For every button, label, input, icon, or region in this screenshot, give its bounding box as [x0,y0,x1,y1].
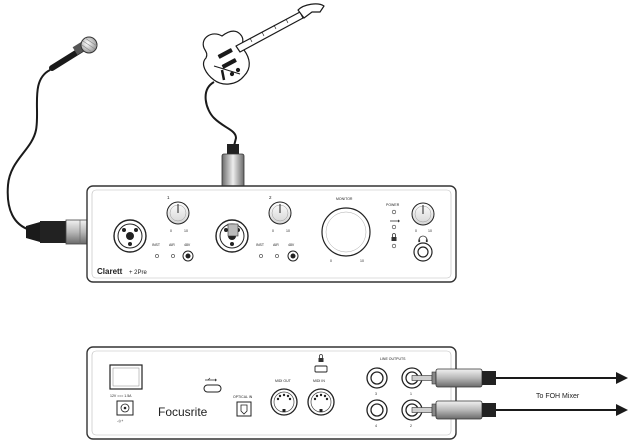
48v-2-button[interactable] [287,250,299,262]
guitar-cable [204,81,238,147]
48v-1-button[interactable] [182,250,194,262]
inst-2-label: INST [256,243,265,247]
power-rating: 12V === 1.5A [110,394,132,398]
headphone-knob[interactable] [411,202,435,226]
monitor-label: MONITOR [336,197,353,201]
midi-out-label: MIDI OUT [275,379,292,383]
lock-icon [391,233,397,241]
rear-brand-label: Focusrite [158,405,208,419]
front-brand-suffix: + 2Pre [129,270,148,276]
air-2-label: AIR [273,243,279,247]
headphone-max: 10 [428,229,432,233]
midi-in-label: MIDI IN [313,379,325,383]
gain-knob-2[interactable] [268,201,292,225]
dc-polarity: -◎+ [117,419,123,423]
inst-2-led [259,254,263,258]
dc-input[interactable] [116,400,134,416]
lock-led [391,243,397,249]
air-2-led [275,254,279,258]
air-1-label: AIR [169,243,175,247]
jack-plug-tip [227,223,239,237]
48v-2-label: 48V [288,243,295,247]
microphone-cable [6,69,51,231]
48v-1-label: 48V [184,243,191,247]
output-plug-2 [411,400,496,420]
rear-panel: 12V === 1.5A -◎+ Focusrite OPTICAL IN MI… [86,346,457,440]
usb-icon [205,377,217,382]
kensington-slot[interactable] [314,365,328,373]
power-label: POWER [386,203,400,207]
optical-label: OPTICAL IN [233,395,253,399]
output-arrow-1 [496,372,628,384]
gain-1-max: 10 [184,229,188,233]
input-1-combo-jack[interactable] [113,219,147,253]
line-output-2-number: 2 [410,424,412,428]
line-output-2[interactable] [401,399,423,421]
usb-icon [390,219,400,223]
monitor-max: 10 [360,259,364,263]
lock-icon [318,354,324,362]
gain-1-number: 1 [167,195,170,200]
air-1-led [171,254,175,258]
line-output-1-number: 1 [410,392,412,396]
gain-2-number: 2 [269,195,272,200]
destination-label: To FOH Mixer [536,393,580,400]
power-switch[interactable] [109,364,143,390]
line-outputs-label: LINE OUTPUTS [380,357,406,361]
midi-in-port[interactable] [307,388,335,416]
monitor-knob[interactable] [321,207,371,257]
headphones-icon [418,235,428,243]
front-panel: 1 0 10 2 0 10 INST AIR 48V INST AIR 48V [86,185,457,283]
headphone-min: 0 [415,229,417,233]
gain-knob-1[interactable] [166,201,190,225]
line-output-4[interactable] [366,399,388,421]
power-led [391,209,397,215]
output-arrow-2 [496,404,628,416]
optical-in-port[interactable] [236,401,252,417]
inst-1-label: INST [152,243,161,247]
headphone-jack[interactable] [413,242,433,262]
inst-1-led [155,254,159,258]
microphone-icon [49,36,98,71]
midi-out-port[interactable] [270,388,298,416]
line-output-4-number: 4 [375,424,377,428]
gain-2-min: 0 [272,229,274,233]
line-output-3-number: 3 [375,392,377,396]
usb-led [391,224,397,230]
output-plug-1 [411,368,496,388]
usb-c-port[interactable] [203,384,222,393]
gain-2-max: 10 [286,229,290,233]
electric-guitar-icon [202,3,325,85]
line-output-3[interactable] [366,367,388,389]
front-brand-label: Clarett [97,267,123,276]
monitor-min: 0 [330,259,332,263]
gain-1-min: 0 [170,229,172,233]
